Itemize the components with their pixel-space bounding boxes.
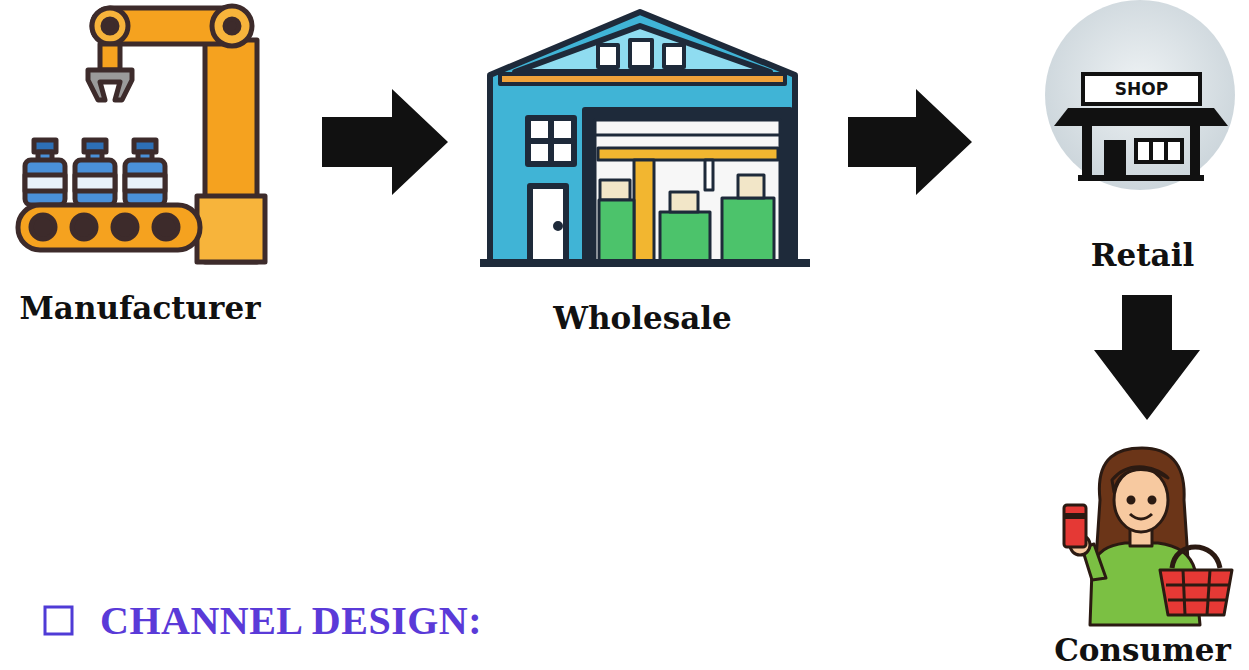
bottles [25, 140, 165, 205]
block-arrow [1094, 295, 1200, 420]
node-label: Consumer [1054, 630, 1231, 670]
node-label: Retail [1091, 235, 1194, 275]
icon-node: Manufacturer [0, 0, 280, 328]
icon-node: Retail [1040, 0, 1245, 275]
robot-arm-icon [18, 6, 265, 262]
sign-text: SHOP [1083, 74, 1200, 104]
shop-icon [1045, 0, 1235, 190]
icon-node: Wholesale [470, 0, 815, 338]
block-arrow [848, 89, 972, 195]
node-label: Manufacturer [19, 288, 260, 328]
node-label: Wholesale [553, 298, 732, 338]
warehouse-icon [480, 12, 810, 267]
icon-node: Consumer [1040, 440, 1245, 670]
section-heading: CHANNEL DESIGN: [100, 596, 520, 646]
block-arrow [322, 89, 448, 195]
consumer-icon [1064, 448, 1232, 625]
checkbox-bullet [45, 607, 72, 634]
